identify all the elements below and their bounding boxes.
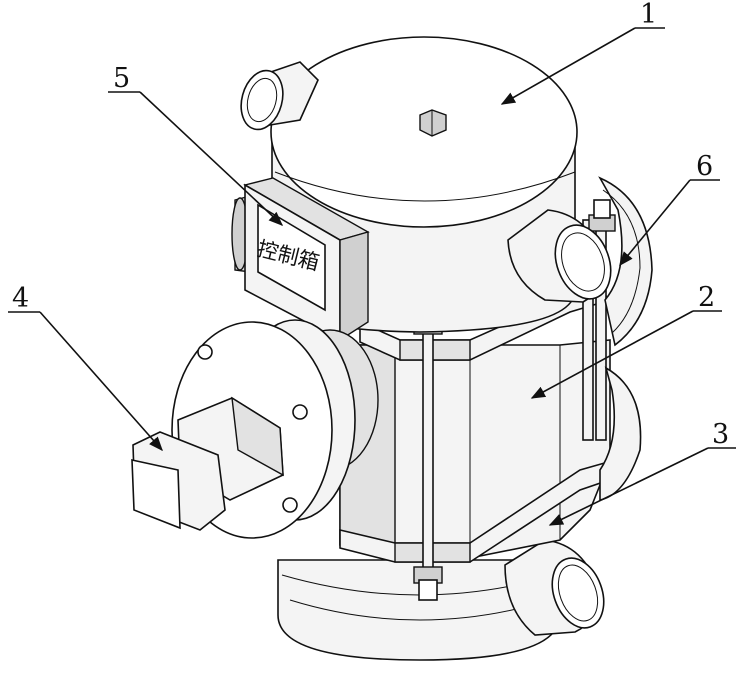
right-side-flange (598, 176, 653, 501)
callout-6: 6 (696, 151, 713, 182)
middle-housing (339, 339, 611, 561)
callout-2: 2 (698, 282, 715, 313)
top-cylinder (270, 36, 578, 333)
upper-left-pipe (240, 61, 319, 131)
motor-flange-assembly (131, 319, 379, 539)
callout-3: 3 (712, 419, 729, 450)
callout-1: 1 (640, 0, 657, 30)
callout-4: 4 (12, 283, 29, 314)
leader-lines (8, 27, 736, 526)
upper-right-pipe (507, 209, 612, 303)
callout-numbers: 1 2 3 4 5 6 (12, 0, 729, 450)
lower-outlet-pipe (504, 539, 605, 636)
callout-5: 5 (113, 63, 130, 94)
